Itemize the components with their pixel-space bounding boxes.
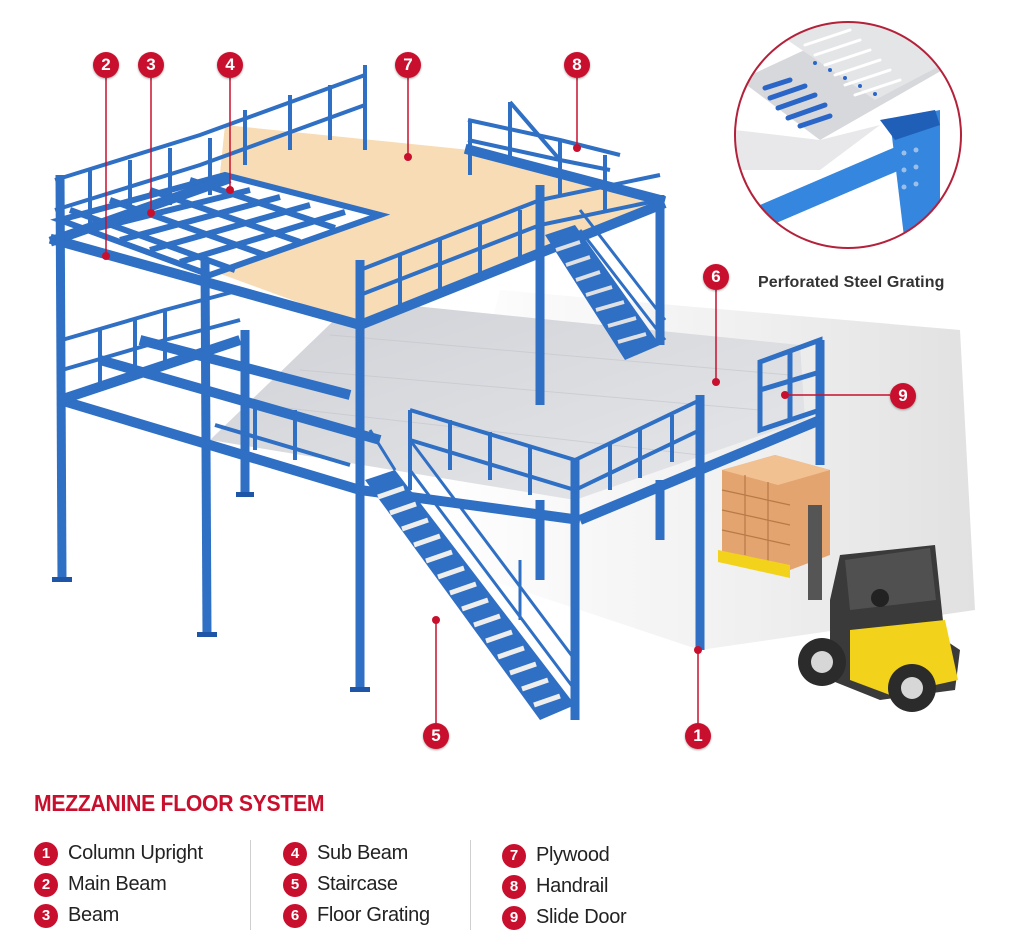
marker-6: 6 <box>703 264 729 290</box>
marker-3: 3 <box>138 52 164 78</box>
legend-label: Sub Beam <box>317 842 408 864</box>
marker-8: 8 <box>564 52 590 78</box>
legend-item: 1 Column Upright <box>34 838 203 869</box>
legend-divider <box>250 840 251 930</box>
legend-number: 8 <box>502 874 526 899</box>
legend-number: 6 <box>283 903 307 928</box>
legend-item: 3 Beam <box>34 900 203 931</box>
marker-9: 9 <box>890 383 916 409</box>
legend-number: 2 <box>34 872 58 897</box>
legend-item: 5 Staircase <box>283 869 430 900</box>
legend-item: 9 Slide Door <box>502 902 627 933</box>
lower-staircase <box>365 429 577 720</box>
legend-number: 4 <box>283 841 307 866</box>
legend-column-2: 4 Sub Beam 5 Staircase 6 Floor Grating <box>283 838 430 931</box>
marker-5: 5 <box>423 723 449 749</box>
lower-handrail <box>61 288 701 495</box>
marker-1: 1 <box>685 723 711 749</box>
legend-label: Handrail <box>536 875 609 897</box>
legend-number: 9 <box>502 905 526 930</box>
slide-door <box>757 336 823 434</box>
legend-item: 4 Sub Beam <box>283 838 430 869</box>
legend-label: Column Upright <box>68 842 203 864</box>
legend-item: 6 Floor Grating <box>283 900 430 931</box>
legend-label: Floor Grating <box>317 904 430 926</box>
legend-item: 2 Main Beam <box>34 869 203 900</box>
legend-title: MEZZANINE FLOOR SYSTEM <box>34 790 325 816</box>
legend-column-3: 7 Plywood 8 Handrail 9 Slide Door <box>502 840 627 933</box>
marker-7: 7 <box>395 52 421 78</box>
legend-item: 8 Handrail <box>502 871 626 902</box>
legend-label: Staircase <box>317 873 398 895</box>
legend-label: Plywood <box>536 844 610 866</box>
perforated-grating-inset <box>734 21 962 249</box>
legend-label: Slide Door <box>536 906 627 928</box>
legend-label: Beam <box>68 904 120 926</box>
legend-number: 7 <box>502 843 526 868</box>
inset-caption: Perforated Steel Grating <box>758 274 945 291</box>
legend-number: 3 <box>34 903 58 928</box>
upper-staircase <box>545 209 667 360</box>
marker-2: 2 <box>93 52 119 78</box>
leader-lines <box>105 78 890 725</box>
legend-divider <box>470 840 471 930</box>
legend-number: 5 <box>283 872 307 897</box>
legend-item: 7 Plywood <box>502 840 626 871</box>
legend-column-1: 1 Column Upright 2 Main Beam 3 Beam <box>34 838 203 931</box>
forklift <box>798 505 960 712</box>
pallet-boxes <box>718 455 830 578</box>
marker-4: 4 <box>217 52 243 78</box>
legend-label: Main Beam <box>68 873 167 895</box>
handrail-top-landing <box>467 100 621 210</box>
legend-number: 1 <box>34 841 58 866</box>
